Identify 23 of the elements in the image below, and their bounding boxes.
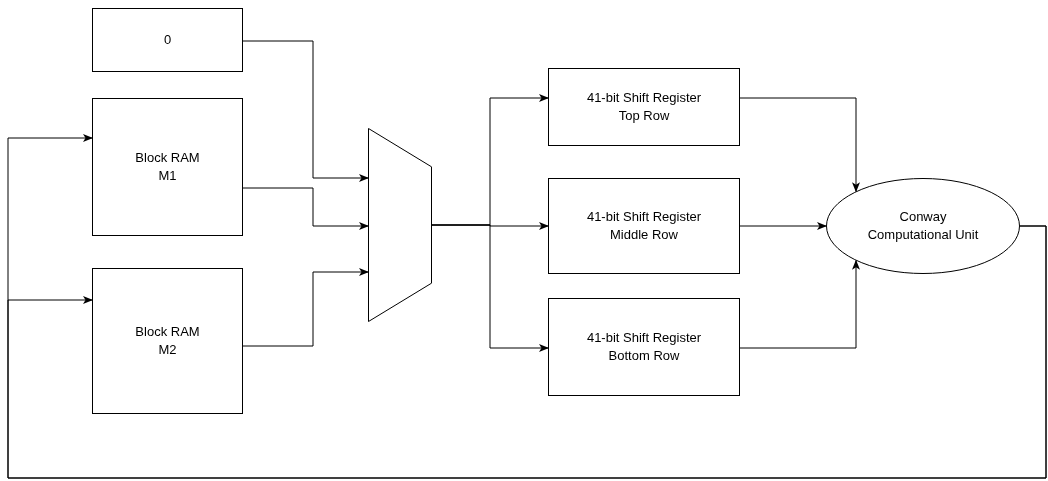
node-label: Block RAM M2 — [134, 322, 201, 359]
node-label: 41-bit Shift Register Bottom Row — [585, 328, 703, 365]
connector-arrow — [431, 224, 549, 352]
block-box — [92, 8, 243, 72]
block-box — [548, 298, 740, 396]
connector-arrow — [739, 97, 860, 193]
node-label: 41-bit Shift Register Top Row — [585, 88, 703, 125]
connector-arrow — [7, 225, 1047, 479]
connector-arrow — [242, 40, 369, 182]
node-label: 0 — [163, 30, 172, 49]
node-label: Conway Computational Unit — [866, 207, 980, 244]
node-label: 41-bit Shift Register Middle Row — [585, 207, 703, 244]
node-label: Block RAM M1 — [134, 148, 201, 185]
block-box — [92, 98, 243, 236]
connector-arrow — [739, 259, 860, 349]
connector-arrow — [739, 222, 827, 230]
connector-arrow — [242, 187, 369, 230]
block-box — [548, 178, 740, 274]
multiplexer-trapezoid — [368, 128, 432, 322]
connector-arrow — [242, 268, 369, 347]
block-box — [92, 268, 243, 414]
block-box — [548, 68, 740, 146]
unit-ellipse — [826, 178, 1020, 274]
